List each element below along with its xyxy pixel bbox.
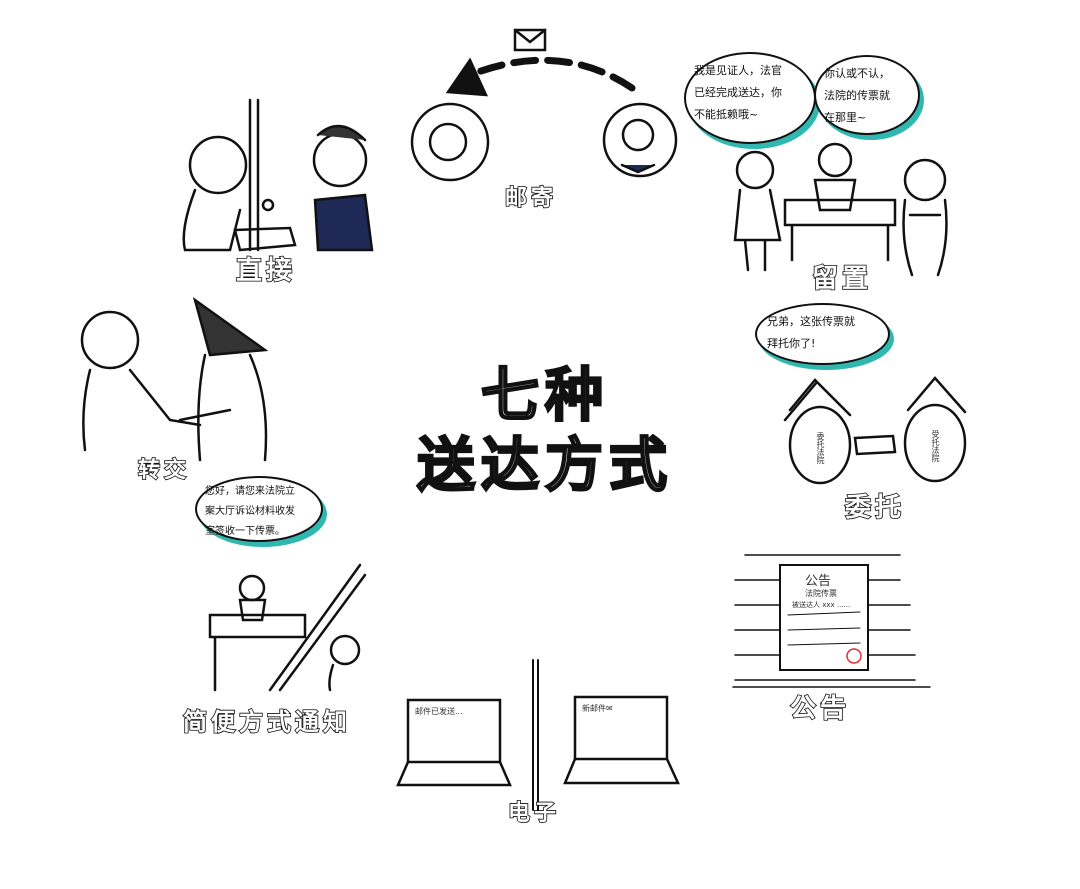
announcement-scene [732,554,931,688]
title-line-1: 七种 [480,360,609,431]
dashed-arrow-icon [445,56,636,97]
title-line-2: 送达方式 [416,430,673,501]
laptop-right-screen: 新邮件✉ [582,704,613,713]
speech-bubble-entrust: 兄弟，这张传票就拜托你了! [755,303,890,365]
method-mail: 邮寄 [504,185,558,212]
direct-scene [182,98,374,252]
method-transfer: 转交 [137,457,191,484]
entrust-scene [783,376,967,485]
method-leave: 留置 [811,263,873,295]
simple-scene [208,563,367,692]
electronic-scene [396,659,680,811]
method-simple: 简便方式通知 [182,707,351,737]
entrusted-court-label: 受托法院 [931,430,940,462]
notice-recipient: 被送达人 xxx ...... [792,601,851,609]
laptop-left-screen: 邮件已发送... [415,707,463,716]
method-direct: 直接 [235,255,297,287]
speech-bubble-witness: 我是见证人，法官已经完成送达，你不能抵赖哦~ [684,52,816,144]
page-title: 七种 送达方式 [400,360,690,501]
recipient-avatar [410,102,490,182]
method-entrust: 委托 [844,492,906,524]
leave-scene [733,142,948,277]
notice-heading: 公告 [805,574,832,589]
method-announcement: 公告 [789,693,851,725]
envelope-icon [513,28,547,52]
entrusting-court-label: 委托法院 [816,432,825,464]
laptop-right [573,695,669,761]
laptop-left [406,698,502,764]
method-electronic: 电子 [507,800,561,827]
judge-avatar [602,102,678,178]
notice-subheading: 法院传票 [805,589,837,598]
stamp-icon [846,648,862,664]
speech-bubble-summons: 你认或不认，法院的传票就在那里~ [814,55,920,135]
speech-bubble-simple: 您好，请您来法院立案大厅诉讼材料收发室签收一下传票。 [195,476,323,542]
transfer-scene [80,296,269,462]
